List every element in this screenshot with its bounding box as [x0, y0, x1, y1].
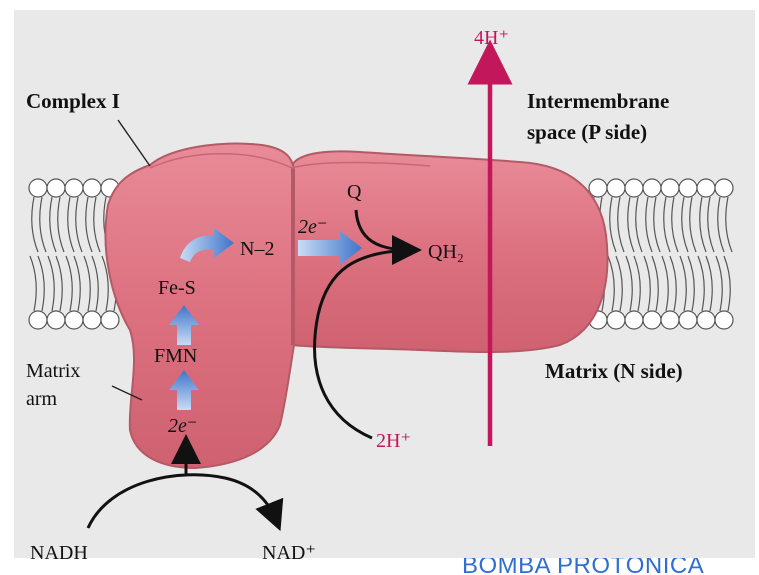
fmn-label: FMN [154, 345, 197, 367]
membrane-right [589, 179, 733, 329]
n2-label: N–2 [240, 238, 274, 260]
protons-out-label: 4H⁺ [474, 27, 509, 49]
matrix-arm-label-2: arm [26, 388, 58, 410]
complex-i-pointer [118, 120, 150, 166]
intermembrane-side-label: space (P side) [527, 120, 647, 144]
quinone-label: Q [347, 181, 362, 203]
electrons-lower-label: 2e⁻ [168, 415, 197, 437]
title-complex-i: Complex I [26, 89, 120, 113]
fe-s-label: Fe-S [158, 277, 196, 299]
protons-in-label: 2H⁺ [376, 430, 411, 452]
nadh-oxidation-arrow [88, 475, 276, 528]
quinol-label: QH₂ [428, 241, 464, 263]
matrix-side-label: Matrix (N side) [545, 359, 683, 383]
footer-text: BOMBA PROTÓNICA [462, 558, 704, 575]
matrix-arm-label-1: Matrix [26, 360, 80, 382]
matrix-arm [105, 144, 294, 468]
nad-plus-label: NAD⁺ [262, 542, 316, 564]
electrons-upper-label: 2e⁻ [298, 216, 327, 238]
footer-caption: BOMBA PROTÓNICA [462, 558, 759, 575]
intermembrane-label: Intermembrane [527, 89, 669, 113]
nadh-label: NADH [30, 542, 88, 564]
